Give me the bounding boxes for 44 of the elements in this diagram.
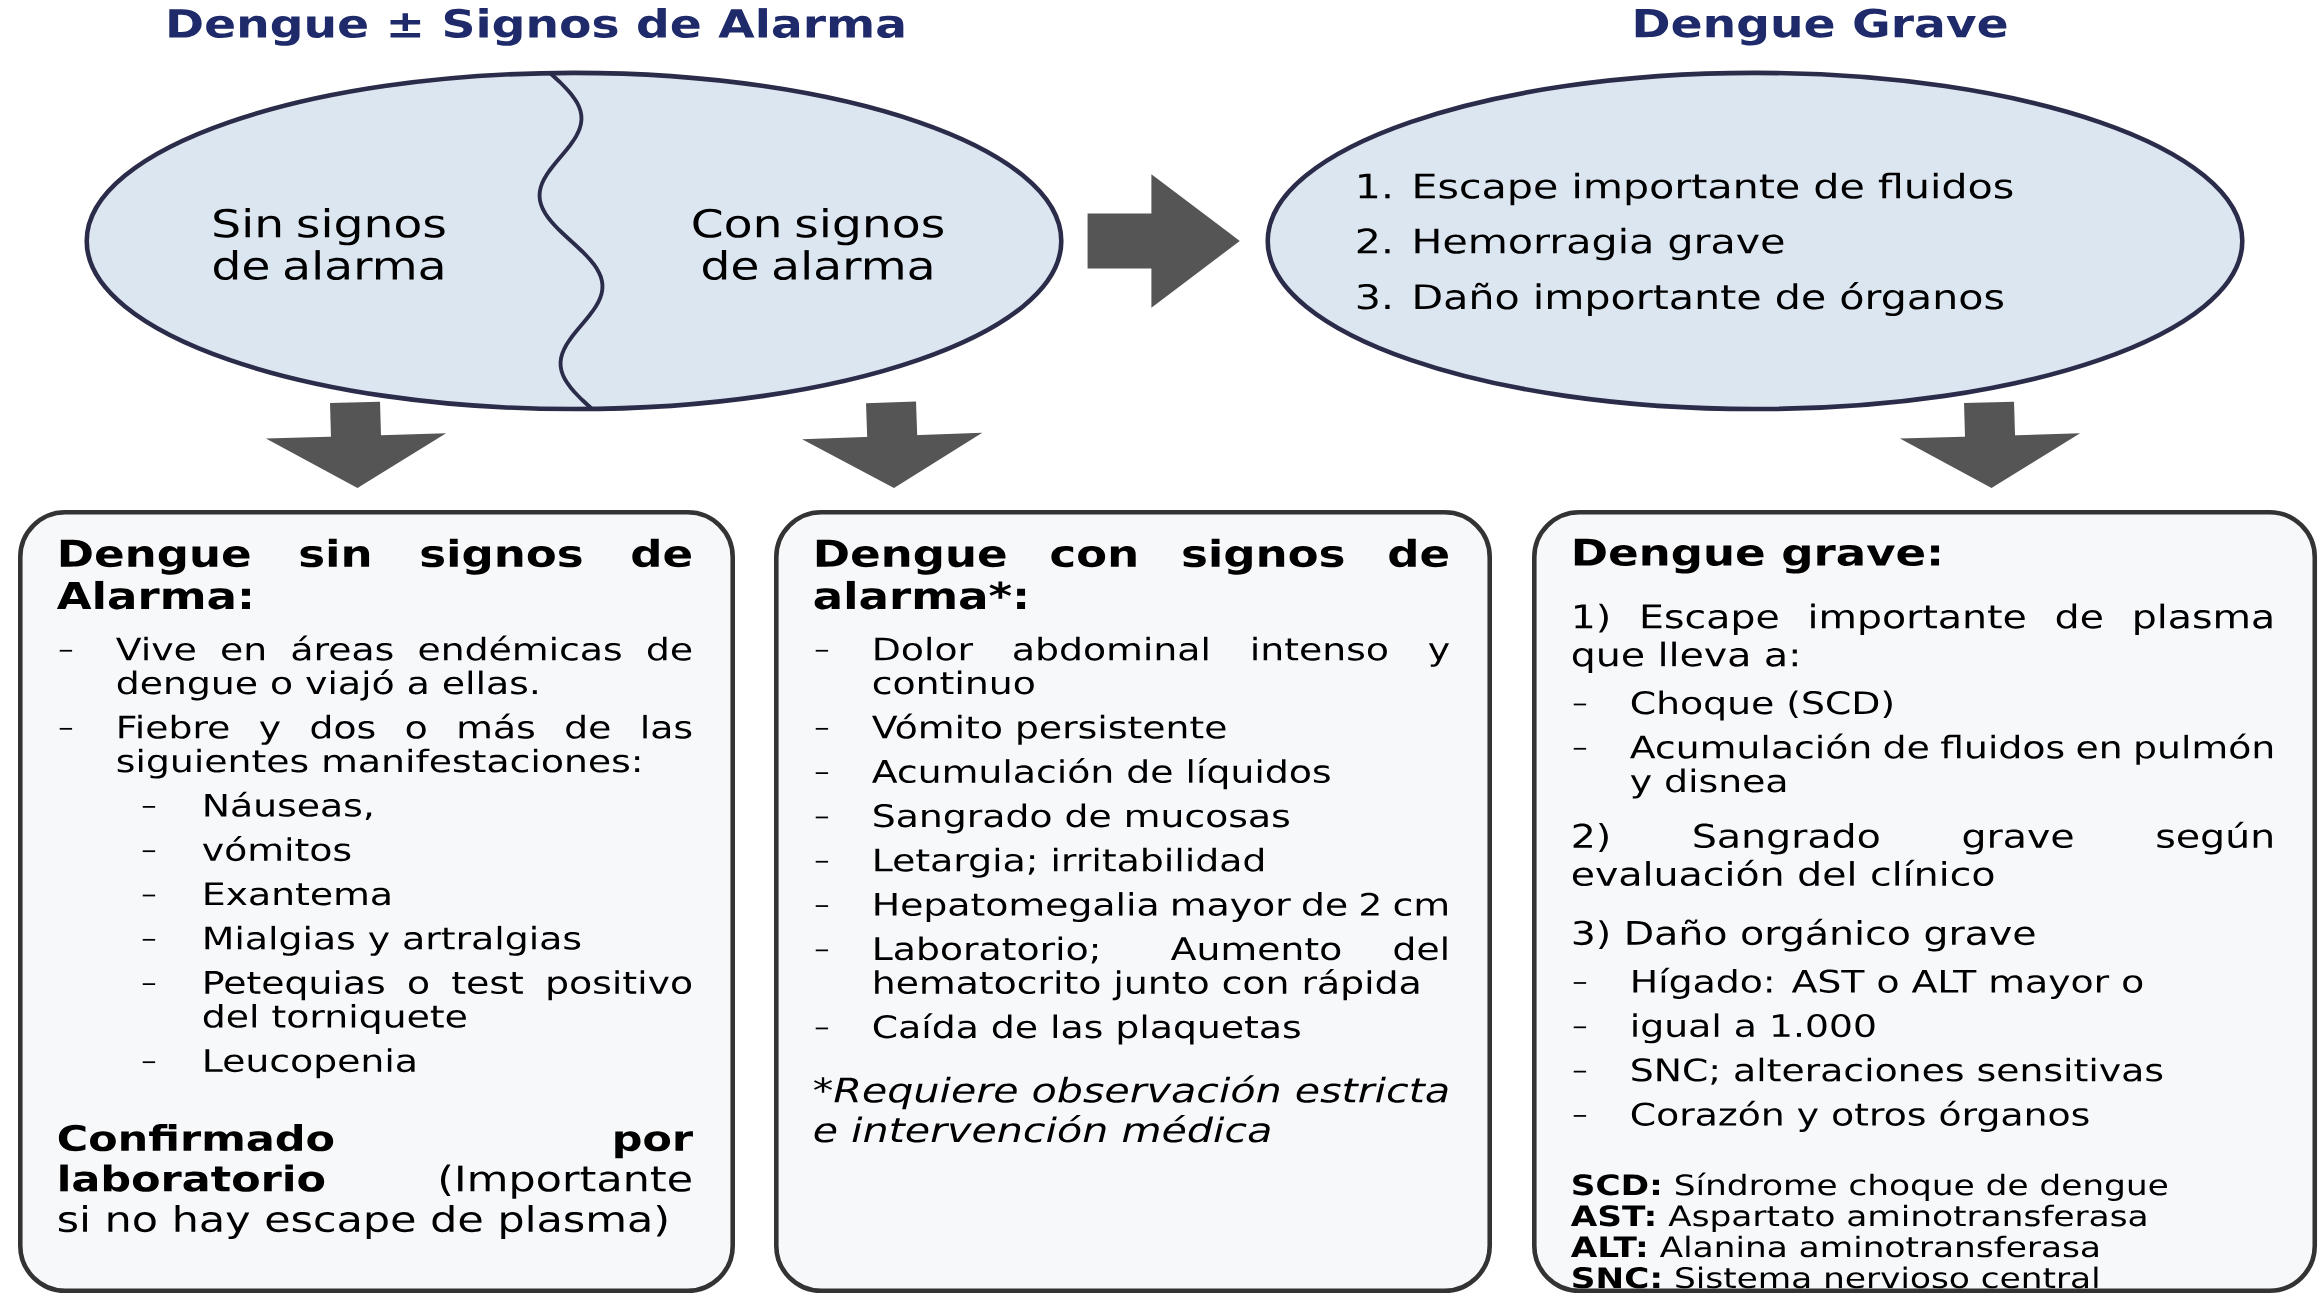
list-item: Acumulación de fluidos en pulmón y disnea xyxy=(1630,733,2273,799)
list-item: Dolor abdominal intenso y continuo xyxy=(873,636,1450,695)
list-item: Choque (SCD) xyxy=(1631,690,1892,721)
ellipse-text: 2. Hemorragia grave xyxy=(1357,227,1784,261)
abbreviation-text: SNC: Sistema nervioso central xyxy=(1573,1266,2098,1289)
box-text: 1) Escape importante de plasma que lleva a: xyxy=(1572,603,2272,673)
box-heading: Dengue sin signos de Alarma: xyxy=(56,538,691,610)
section-title: Dengue ± Signos de Alarma xyxy=(169,8,904,46)
footnote-text: *Requiere observación estricta e intervención médica xyxy=(813,1075,1448,1143)
list-item: igual a 1.000 xyxy=(1633,1013,1875,1044)
list-item: Hepatomegalia mayor de 2 cm xyxy=(875,892,1447,923)
list-item: Mialgias y artralgias xyxy=(205,925,581,956)
list-item: Exantema xyxy=(205,882,390,906)
list-item: Vómito persistente xyxy=(872,713,1226,745)
rounded-box xyxy=(18,510,735,1294)
box-text: 2) Sangrado grave según evaluación del clínico xyxy=(1572,821,2272,887)
list-item: Vive en áreas endémicas de dengue o viajó a ellas. xyxy=(116,635,692,701)
abbreviation-text: AST: Aspartato aminotransferasa xyxy=(1570,1204,2146,1232)
box-heading: Dengue grave: xyxy=(1574,538,1940,574)
box-text: 3) Daño orgánico grave xyxy=(1573,918,2035,952)
list-item: Acumulación de líquidos xyxy=(872,757,1330,790)
box-text: Confirmado por laboratorio (Importante si no hay escape de plasma) xyxy=(58,1124,693,1240)
list-item: Sangrado de mucosas xyxy=(874,803,1289,834)
list-item: Corazón y otros órganos xyxy=(1631,1100,2089,1132)
list-item: Hígado: AST o ALT mayor o xyxy=(1633,967,2143,999)
rounded-box xyxy=(774,510,1492,1294)
list-item: Fiebre y dos o más de las siguientes manifestaciones: xyxy=(117,713,692,779)
ellipse-text: 1. Escape importante de fluidos xyxy=(1359,172,2013,206)
list-item: Letargia; irritabilidad xyxy=(875,847,1263,878)
list-item: Petequias o test positivo del torniquete xyxy=(203,970,692,1034)
abbreviation-text: ALT: Alanina aminotransferasa xyxy=(1570,1235,2098,1258)
section-title: Dengue Grave xyxy=(1635,8,2007,46)
list-item: Náuseas, xyxy=(205,791,372,820)
list-item: Leucopenia xyxy=(205,1048,415,1079)
ellipse-text: Con signos de alarma xyxy=(693,207,943,281)
box-heading: Dengue con signos de alarma*: xyxy=(814,538,1448,610)
rounded-box xyxy=(1532,510,2318,1294)
list-item: Laboratorio; Aumento del hematocrito junto con rápida xyxy=(875,936,1447,1001)
list-item: Caída de las plaquetas xyxy=(873,1013,1300,1045)
ellipse-text: 3. Daño importante de órganos xyxy=(1357,282,2003,316)
list-item: vómitos xyxy=(202,836,351,862)
abbreviation-text: SCD: Síndrome choque de dengue xyxy=(1573,1172,2167,1201)
list-item: SNC; alteraciones sensitivas xyxy=(1632,1057,2163,1085)
ellipse-text: Sin signos de alarma xyxy=(214,207,445,281)
